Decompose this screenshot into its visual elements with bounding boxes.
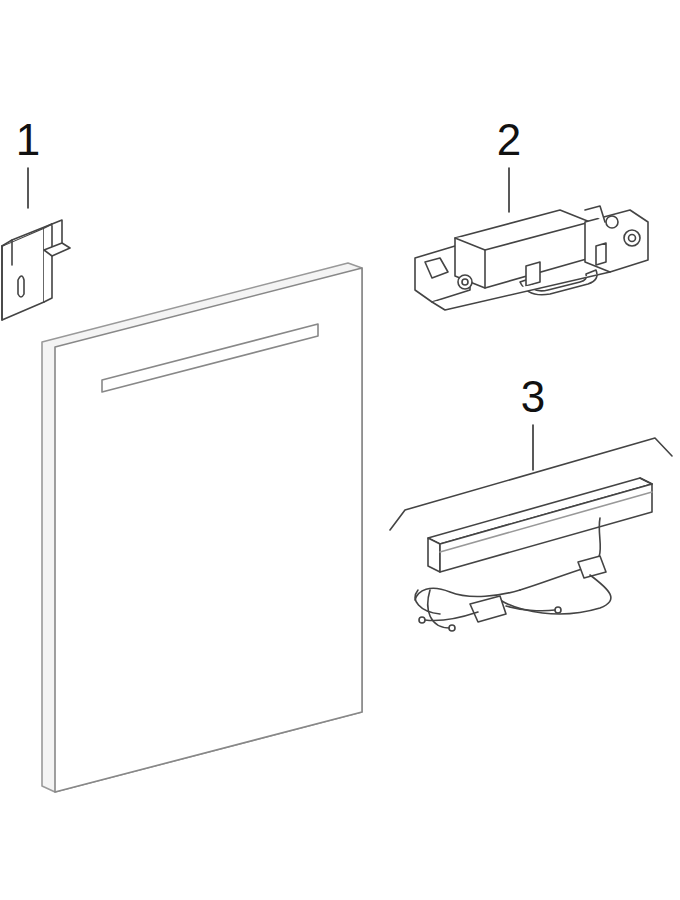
- light-module: [390, 438, 672, 631]
- callout-number: 1: [16, 118, 40, 162]
- wall-bracket: [2, 220, 70, 320]
- leader-line: [28, 168, 533, 470]
- transformer-unit: [415, 206, 648, 310]
- callout-number: 2: [497, 118, 521, 162]
- callout-number: 3: [521, 375, 545, 419]
- mirror-panel: [42, 263, 362, 792]
